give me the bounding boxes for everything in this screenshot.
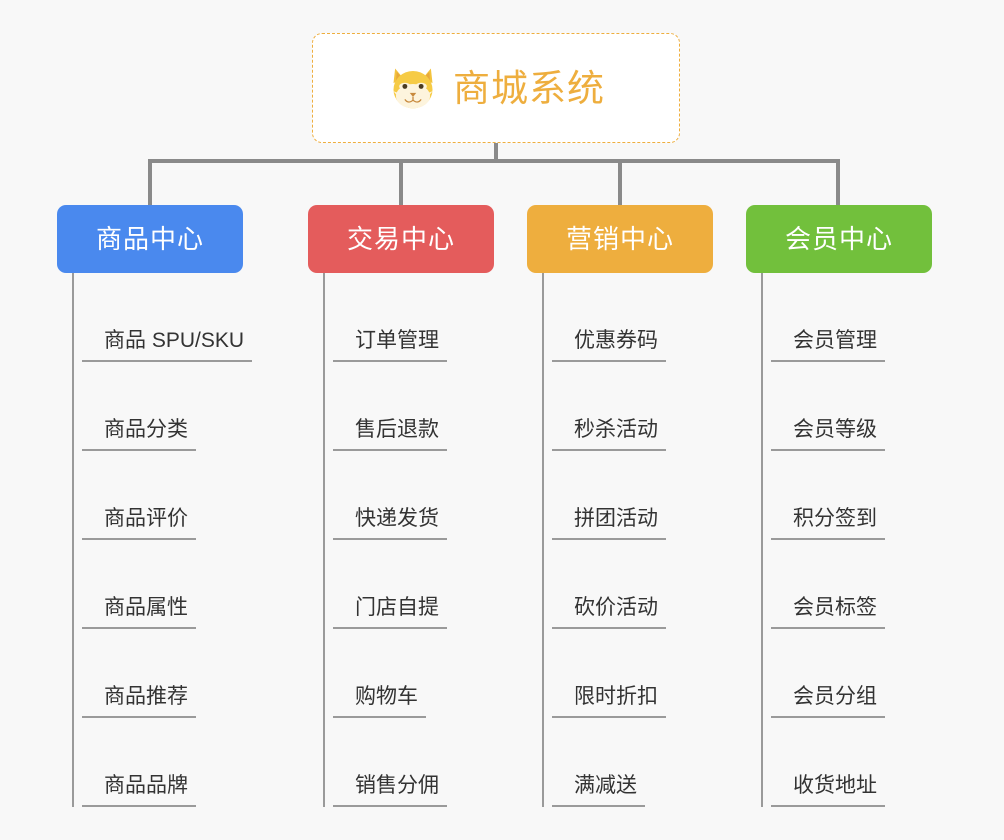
leaf-list-trade-center: 订单管理 售后退款 快递发货 门店自提 购物车 销售分佣	[323, 273, 494, 807]
list-item[interactable]: 会员等级	[763, 362, 932, 451]
list-item[interactable]: 订单管理	[325, 273, 494, 362]
list-item[interactable]: 收货地址	[763, 718, 932, 807]
column-marketing-center: 营销中心 优惠券码 秒杀活动 拼团活动 砍价活动 限时折扣 满减送	[527, 205, 713, 807]
connector-root-stem	[494, 143, 498, 163]
leaf-label: 销售分佣	[333, 775, 447, 807]
connector-drop-1	[148, 159, 152, 205]
leaf-label: 满减送	[552, 775, 645, 807]
category-box-marketing-center[interactable]: 营销中心	[527, 205, 713, 273]
leaf-label: 收货地址	[771, 775, 885, 807]
leaf-label: 限时折扣	[552, 686, 666, 718]
leaf-label: 积分签到	[771, 508, 885, 540]
root-node[interactable]: 商城系统	[312, 33, 680, 143]
leaf-label: 商品属性	[82, 597, 196, 629]
leaf-label: 快递发货	[333, 508, 447, 540]
leaf-label: 商品评价	[82, 508, 196, 540]
leaf-label: 会员等级	[771, 419, 885, 451]
category-box-trade-center[interactable]: 交易中心	[308, 205, 494, 273]
list-item[interactable]: 商品评价	[74, 451, 243, 540]
list-item[interactable]: 秒杀活动	[544, 362, 713, 451]
connector-horizontal-bus	[148, 159, 840, 163]
category-box-member-center[interactable]: 会员中心	[746, 205, 932, 273]
list-item[interactable]: 商品推荐	[74, 629, 243, 718]
list-item[interactable]: 会员分组	[763, 629, 932, 718]
list-item[interactable]: 会员管理	[763, 273, 932, 362]
connector-drop-4	[836, 159, 840, 205]
category-label: 会员中心	[784, 224, 893, 254]
leaf-label: 会员分组	[771, 686, 885, 718]
category-box-product-center[interactable]: 商品中心	[57, 205, 243, 273]
leaf-label: 砍价活动	[552, 597, 666, 629]
list-item[interactable]: 积分签到	[763, 451, 932, 540]
leaf-label: 商品推荐	[82, 686, 196, 718]
list-item[interactable]: 商品品牌	[74, 718, 243, 807]
leaf-label: 秒杀活动	[552, 419, 666, 451]
leaf-list-marketing-center: 优惠券码 秒杀活动 拼团活动 砍价活动 限时折扣 满减送	[542, 273, 713, 807]
list-item[interactable]: 销售分佣	[325, 718, 494, 807]
list-item[interactable]: 门店自提	[325, 540, 494, 629]
column-product-center: 商品中心 商品 SPU/SKU 商品分类 商品评价 商品属性 商品推荐 商品品牌	[57, 205, 253, 807]
list-item[interactable]: 优惠券码	[544, 273, 713, 362]
shiba-dog-face-icon	[393, 68, 433, 109]
leaf-label: 商品 SPU/SKU	[82, 330, 253, 362]
connector-drop-3	[618, 159, 622, 205]
leaf-label: 订单管理	[333, 330, 447, 362]
leaf-label: 门店自提	[333, 597, 447, 629]
leaf-label: 商品分类	[82, 419, 196, 451]
column-trade-center: 交易中心 订单管理 售后退款 快递发货 门店自提 购物车 销售分佣	[308, 205, 494, 807]
list-item[interactable]: 满减送	[544, 718, 713, 807]
category-label: 营销中心	[565, 224, 674, 254]
column-member-center: 会员中心 会员管理 会员等级 积分签到 会员标签 会员分组 收货地址	[746, 205, 932, 807]
list-item[interactable]: 售后退款	[325, 362, 494, 451]
list-item[interactable]: 会员标签	[763, 540, 932, 629]
root-title: 商城系统	[453, 67, 605, 109]
leaf-label: 优惠券码	[552, 330, 666, 362]
list-item[interactable]: 购物车	[325, 629, 494, 718]
list-item[interactable]: 砍价活动	[544, 540, 713, 629]
category-label: 商品中心	[95, 224, 204, 254]
list-item[interactable]: 商品分类	[74, 362, 243, 451]
leaf-label: 会员标签	[771, 597, 885, 629]
list-item[interactable]: 快递发货	[325, 451, 494, 540]
list-item[interactable]: 商品属性	[74, 540, 243, 629]
connector-drop-2	[399, 159, 403, 205]
list-item[interactable]: 拼团活动	[544, 451, 713, 540]
leaf-label: 售后退款	[333, 419, 447, 451]
leaf-list-product-center: 商品 SPU/SKU 商品分类 商品评价 商品属性 商品推荐 商品品牌	[72, 273, 253, 807]
leaf-list-member-center: 会员管理 会员等级 积分签到 会员标签 会员分组 收货地址	[761, 273, 932, 807]
leaf-label: 拼团活动	[552, 508, 666, 540]
leaf-label: 会员管理	[771, 330, 885, 362]
list-item[interactable]: 限时折扣	[544, 629, 713, 718]
category-label: 交易中心	[346, 224, 455, 254]
list-item[interactable]: 商品 SPU/SKU	[74, 273, 253, 362]
leaf-label: 商品品牌	[82, 775, 196, 807]
leaf-label: 购物车	[333, 686, 426, 718]
